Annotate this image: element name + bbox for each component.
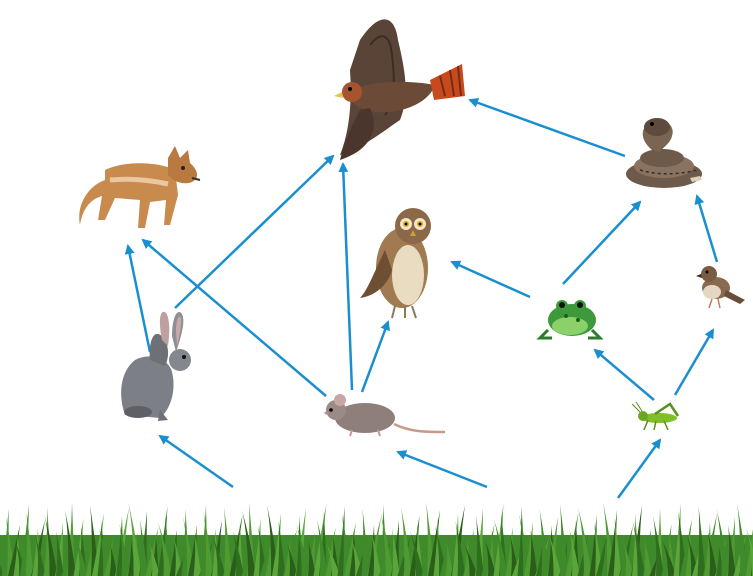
arrow-layer xyxy=(124,98,719,499)
arrow-rabbit-to-hawk xyxy=(174,154,335,309)
owl-icon xyxy=(360,208,431,319)
arrow-mouse-to-owl xyxy=(360,320,390,393)
frog-icon xyxy=(536,300,604,340)
jackrabbit-icon xyxy=(121,311,191,421)
coyote-icon xyxy=(79,146,201,228)
arrow-mouse-to-coyote xyxy=(141,238,327,397)
arrow-frog-to-owl xyxy=(450,260,531,299)
arrow-mouse-to-hawk xyxy=(338,162,354,391)
arrow-snake-to-hawk xyxy=(468,98,626,158)
hawk-icon xyxy=(334,19,465,160)
arrow-grass-to-grasshopper xyxy=(616,438,662,499)
arrow-rabbit-to-coyote xyxy=(124,244,152,353)
grasshopper-icon xyxy=(631,401,680,431)
arrow-sparrow-to-snake xyxy=(694,194,719,263)
sparrow-icon xyxy=(696,266,745,309)
arrow-grass-to-mouse xyxy=(396,450,488,489)
grass-icon xyxy=(0,502,753,576)
rattlesnake-icon xyxy=(626,118,702,188)
arrow-frog-to-snake xyxy=(562,200,642,285)
arrow-grasshopper-to-frog xyxy=(593,348,655,401)
arrow-grasshopper-to-sparrow xyxy=(673,328,715,396)
mouse-icon xyxy=(324,394,446,437)
arrow-grass-to-rabbit xyxy=(158,434,234,489)
